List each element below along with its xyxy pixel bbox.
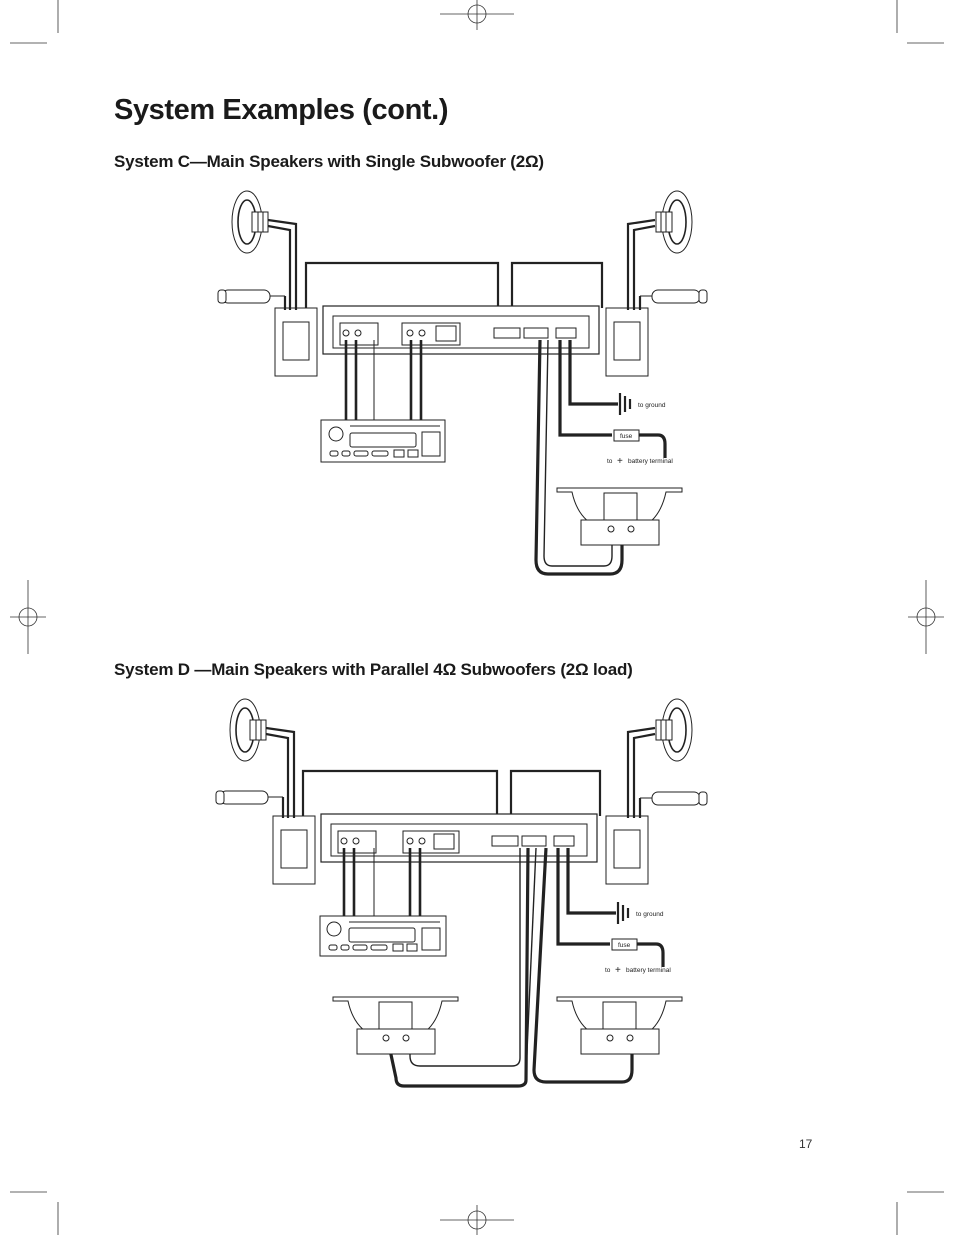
left-speaker-icon [229,698,267,762]
right-speaker-icon [655,698,693,762]
subwoofer-icon [556,487,683,546]
ground-label: to ground [636,911,664,918]
battery-to-label: to [607,458,613,465]
left-speaker-icon [231,190,269,254]
page-title: System Examples (cont.) [114,94,449,126]
ground-label: to ground [638,402,666,409]
left-tweeter-icon [217,289,285,304]
page-number: 17 [799,1137,813,1151]
battery-to-label: to [605,967,611,974]
battery-plus-label: + [617,456,623,467]
head-unit-icon [320,419,446,463]
right-speaker-icon [655,190,693,254]
battery-plus-label: + [615,965,621,976]
battery-terminal-label: battery terminal [628,458,673,465]
left-tweeter-icon [215,790,283,805]
right-crossover-icon [605,307,649,377]
amplifier-icon [322,305,600,355]
right-tweeter-icon [640,791,708,806]
fuse-label: fuse [620,433,633,440]
amplifier-icon [320,813,598,863]
right-tweeter-icon [640,289,708,304]
subwoofer-right-icon [556,996,683,1055]
fuse-label: fuse [618,942,631,949]
head-unit-icon [319,915,447,957]
section-title-system-d: System D —Main Speakers with Parallel 4Ω… [114,660,633,679]
subwoofer-left-icon [332,996,459,1055]
section-title-system-c: System C—Main Speakers with Single Subwo… [114,152,544,171]
battery-terminal-label: battery terminal [626,967,671,974]
